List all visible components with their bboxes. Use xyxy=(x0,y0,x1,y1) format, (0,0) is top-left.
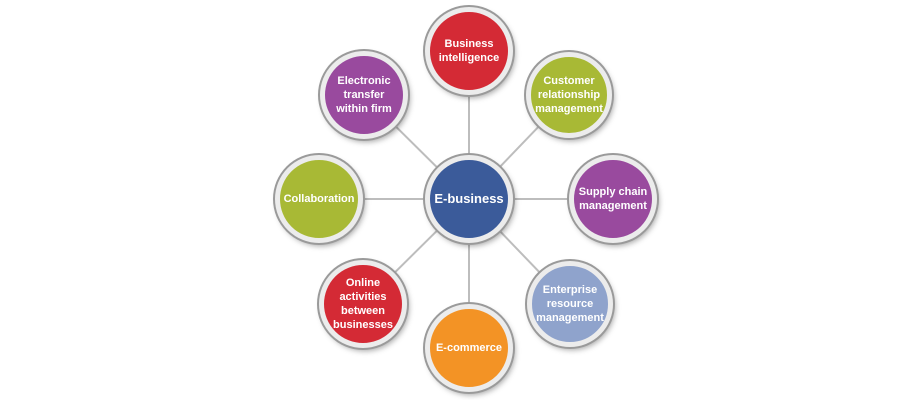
node-collaboration: Collaboration xyxy=(275,155,363,243)
node-e-commerce-label: E-commerce xyxy=(435,342,503,354)
node-online-activities-between-businesses: Online activities between businesses xyxy=(319,260,407,348)
node-customer-relationship-management: Customer relationship management xyxy=(526,52,612,138)
node-business-intelligence: Business intelligence xyxy=(425,7,513,95)
node-online-activities-between-businesses-label: Online activities between businesses xyxy=(333,277,393,331)
node-electronic-transfer-within-firm: Electronic transfer within firm xyxy=(320,51,408,139)
node-customer-relationship-management-label: Customer relationship management xyxy=(535,75,603,115)
node-enterprise-resource-management-label: Enterprise resource management xyxy=(536,284,604,324)
node-e-commerce: E-commerce xyxy=(425,304,513,392)
node-business-intelligence-label: Business intelligence xyxy=(438,38,500,64)
node-enterprise-resource-management: Enterprise resource management xyxy=(527,261,613,347)
node-electronic-transfer-within-firm-label: Electronic transfer within firm xyxy=(336,75,392,115)
node-supply-chain-management-label: Supply chain management xyxy=(578,186,648,212)
center-node-e-business-label: E-business xyxy=(434,191,504,206)
node-collaboration-label: Collaboration xyxy=(283,193,355,205)
center-node-e-business: E-business xyxy=(425,155,513,243)
node-supply-chain-management: Supply chain management xyxy=(569,155,657,243)
